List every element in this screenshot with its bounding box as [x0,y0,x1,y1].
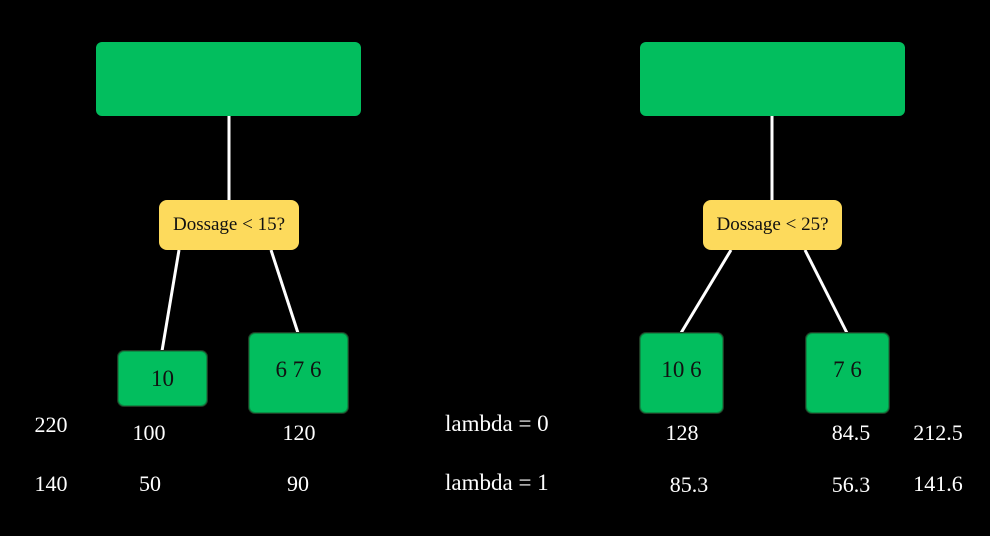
right-leaf-left-score-lambda1: 85.3 [669,472,709,497]
lambda-1-label: lambda = 1 [445,470,549,495]
right-tree-leaf-left-label: 10 6 [661,357,702,382]
left-leaf-right-score-lambda0: 120 [282,420,316,445]
left-leaf-right-score-lambda1: 90 [287,471,309,496]
right-tree-leaf-left: 10 6 [640,333,723,413]
left-tree-leaf-right-label: 6 7 6 [275,357,322,382]
right-tree-root-node [640,42,905,116]
left-total-lambda0: 220 [34,412,68,437]
edge-right-decision-to-leaf-right [803,249,849,334]
left-tree-leaf-right: 6 7 6 [249,333,348,413]
right-tree-decision-node: Dossage < 25? [703,200,842,250]
right-tree-leaf-right: 7 6 [806,333,889,413]
right-leaf-right-score-lambda1: 56.3 [831,472,871,497]
left-leaf-left-score-lambda1: 50 [139,471,161,496]
lambda-0-label: lambda = 0 [445,411,549,436]
left-tree-leaf-left-label: 10 [151,365,174,391]
edge-right-decision-to-leaf-left [679,249,733,334]
left-total-lambda1: 140 [34,471,68,496]
right-total-lambda0: 212.5 [913,420,963,445]
edge-left-decision-to-leaf-left [160,249,181,352]
edge-left-decision-to-leaf-right [269,249,300,334]
left-tree-decision-node: Dossage < 15? [159,200,299,250]
right-tree-leaf-right-label: 7 6 [833,357,862,382]
left-leaf-left-score-lambda0: 100 [132,420,166,445]
right-leaf-right-score-lambda0: 84.5 [831,420,871,445]
right-leaf-left-score-lambda0: 128 [665,420,699,445]
right-total-lambda1: 141.6 [913,471,963,496]
left-tree-leaf-left: 10 [118,351,207,406]
left-tree-root-node [96,42,361,116]
right-tree-condition-label: Dossage < 25? [716,214,829,235]
left-tree-condition-label: Dossage < 15? [172,214,286,235]
